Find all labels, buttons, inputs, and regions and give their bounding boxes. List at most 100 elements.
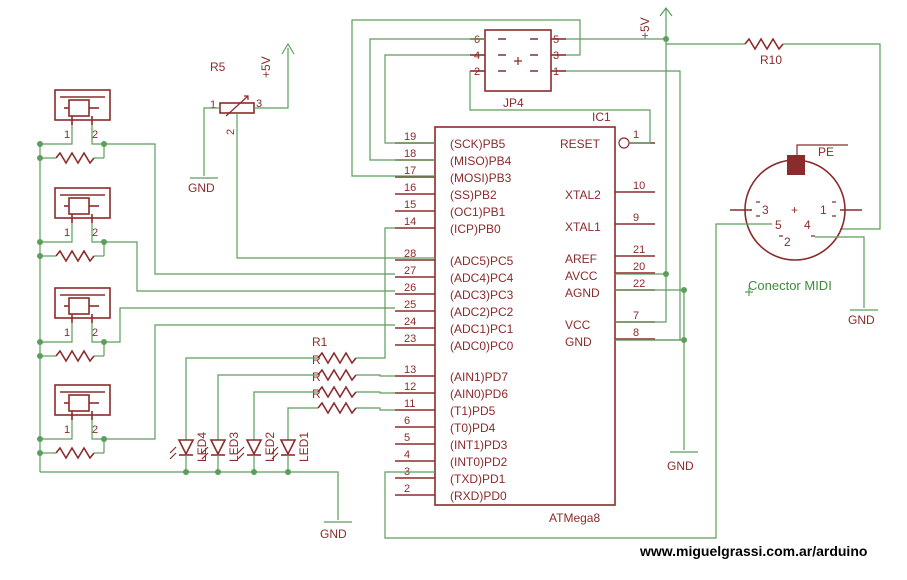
gnd-label-midi: GND <box>848 313 875 327</box>
ic1-pin-num-9: 9 <box>633 212 639 224</box>
ic1-pin-num-15: 15 <box>404 199 416 211</box>
ic1-pin-num-12: 12 <box>404 381 416 393</box>
midi-pin-3: 3 <box>762 203 769 217</box>
led-label: LED2 <box>263 432 277 462</box>
midi-pin-5: 5 <box>775 218 782 232</box>
ic1-pin-name-15: (OC1)PB1 <box>450 205 506 219</box>
button-pin-1: 1 <box>64 129 70 141</box>
ic1-pin-name-7: VCC <box>565 318 591 332</box>
ic1-pin-name-26: (ADC3)PC3 <box>450 288 514 302</box>
gnd-label-right: GND <box>667 459 694 473</box>
button-pin-1: 1 <box>64 424 70 436</box>
ic1-pin-num-10: 10 <box>633 180 645 192</box>
led-resistor-3 <box>317 385 357 399</box>
led-3: LED2 <box>237 432 277 475</box>
button-pin-1: 1 <box>64 327 70 339</box>
r5-pin-3: 3 <box>256 98 262 110</box>
ic1-pin-name-4: (INT0)PD2 <box>450 455 508 469</box>
ic1-part-label: ATMega8 <box>549 511 600 525</box>
midi-connector: PE 3 5 + 1 4 2 Conector MIDI GND <box>384 144 878 539</box>
ic1-pin-num-28: 28 <box>404 248 416 260</box>
gnd-bottom: GND <box>40 471 352 541</box>
led-label: LED4 <box>195 432 209 462</box>
led-label: LED1 <box>297 432 311 462</box>
ic1-pin-name-11: (T1)PD5 <box>450 404 496 418</box>
r1-label: R1 <box>312 335 328 349</box>
r5-potentiometer: R5 1 2 3 GND +5V <box>188 42 435 259</box>
jp4-pin-6: 6 <box>474 34 480 46</box>
ic1-pin-num-26: 26 <box>404 282 416 294</box>
jp4-header: 6 4 2 5 3 1 JP4 <box>470 29 566 110</box>
ic1-atmega8: IC1 ATMega8 19(SCK)PB518(MISO)PB417(MOSI… <box>395 110 655 525</box>
jp4-pin-3: 3 <box>553 50 559 62</box>
r-label-2: R <box>312 370 321 384</box>
ic1-pin-name-10: XTAL2 <box>565 188 601 202</box>
led-1: LED4 <box>169 432 209 475</box>
ic1-pin-name-25: (ADC2)PC2 <box>450 305 514 319</box>
ic1-pin-num-11: 11 <box>404 398 415 410</box>
led-resistor-4 <box>317 401 357 415</box>
led-4: LED1 <box>271 432 311 475</box>
ic1-pin-name-21: AREF <box>565 252 597 266</box>
vcc-label-r5: +5V <box>259 56 273 78</box>
ic1-pin-num-7: 7 <box>633 310 639 322</box>
gnd-label-r5: GND <box>188 181 215 195</box>
ic1-pin-num-18: 18 <box>404 148 416 160</box>
midi-pin-2: 2 <box>784 235 791 249</box>
ic1-pin-num-23: 23 <box>404 333 416 345</box>
vcc-rail-top: +5V <box>615 7 745 323</box>
ic1-left-pins: 19(SCK)PB518(MISO)PB417(MOSI)PB316(SS)PB… <box>395 131 514 503</box>
gnd-label-bottom: GND <box>320 527 347 541</box>
ic1-pin-name-14: (ICP)PB0 <box>450 222 501 236</box>
ic1-pin-name-20: AVCC <box>565 269 598 283</box>
jp4-pin-1: 1 <box>553 66 559 78</box>
ic1-pin-name-2: (RXD)PD0 <box>450 489 507 503</box>
ic1-pin-num-24: 24 <box>404 316 416 328</box>
r10-label: R10 <box>760 53 782 67</box>
midi-pin-4: 4 <box>804 218 811 232</box>
r10-resistor: R10 <box>744 37 881 230</box>
ic1-pin-num-5: 5 <box>404 432 410 444</box>
ic1-label: IC1 <box>592 110 611 124</box>
ic1-pin-num-22: 22 <box>633 278 645 290</box>
ic1-pin-name-27: (ADC4)PC4 <box>450 271 514 285</box>
ic1-pin-num-21: 21 <box>633 244 645 256</box>
midi-shield-label: PE <box>818 145 834 159</box>
gnd-rail-right: GND <box>615 287 698 473</box>
jp4-pin-2: 2 <box>474 66 480 78</box>
ic1-pin-name-17: (MOSI)PB3 <box>450 171 512 185</box>
midi-label: Conector MIDI <box>748 278 832 293</box>
ic1-pin-num-4: 4 <box>404 449 410 461</box>
ic1-pin-num-13: 13 <box>404 364 416 376</box>
jp4-label: JP4 <box>503 96 524 110</box>
ic1-pin-name-16: (SS)PB2 <box>450 188 497 202</box>
r-label-1: R <box>312 353 321 367</box>
ic1-pin-name-19: (SCK)PB5 <box>450 137 506 151</box>
r5-pin-2: 2 <box>225 129 237 135</box>
ic1-pin-name-22: AGND <box>565 286 600 300</box>
ic1-pin-name-24: (ADC1)PC1 <box>450 322 514 336</box>
led-resistor-2 <box>317 368 357 382</box>
ic1-pin-num-1: 1 <box>633 129 639 141</box>
r-label-3: R <box>312 387 321 401</box>
ic1-pin-name-13: (AIN1)PD7 <box>450 370 508 384</box>
ic1-pin-name-23: (ADC0)PC0 <box>450 339 514 353</box>
isp-wiring <box>351 19 681 341</box>
ic1-pin-name-8: GND <box>565 335 592 349</box>
midi-center: + <box>791 203 798 217</box>
ic1-pin-num-2: 2 <box>404 483 410 495</box>
ic1-pin-num-27: 27 <box>404 265 416 277</box>
ic1-pin-num-17: 17 <box>404 165 416 177</box>
ic1-pin-num-19: 19 <box>404 131 416 143</box>
ic1-pin-name-18: (MISO)PB4 <box>450 154 512 168</box>
ic1-pin-name-28: (ADC5)PC5 <box>450 254 514 268</box>
midi-pin-1: 1 <box>820 203 827 217</box>
ic1-right-pins: 1RESET10XTAL29XTAL121AREF20AVCC22AGND7VC… <box>560 129 655 349</box>
ic1-pin-name-12: (AIN0)PD6 <box>450 387 508 401</box>
